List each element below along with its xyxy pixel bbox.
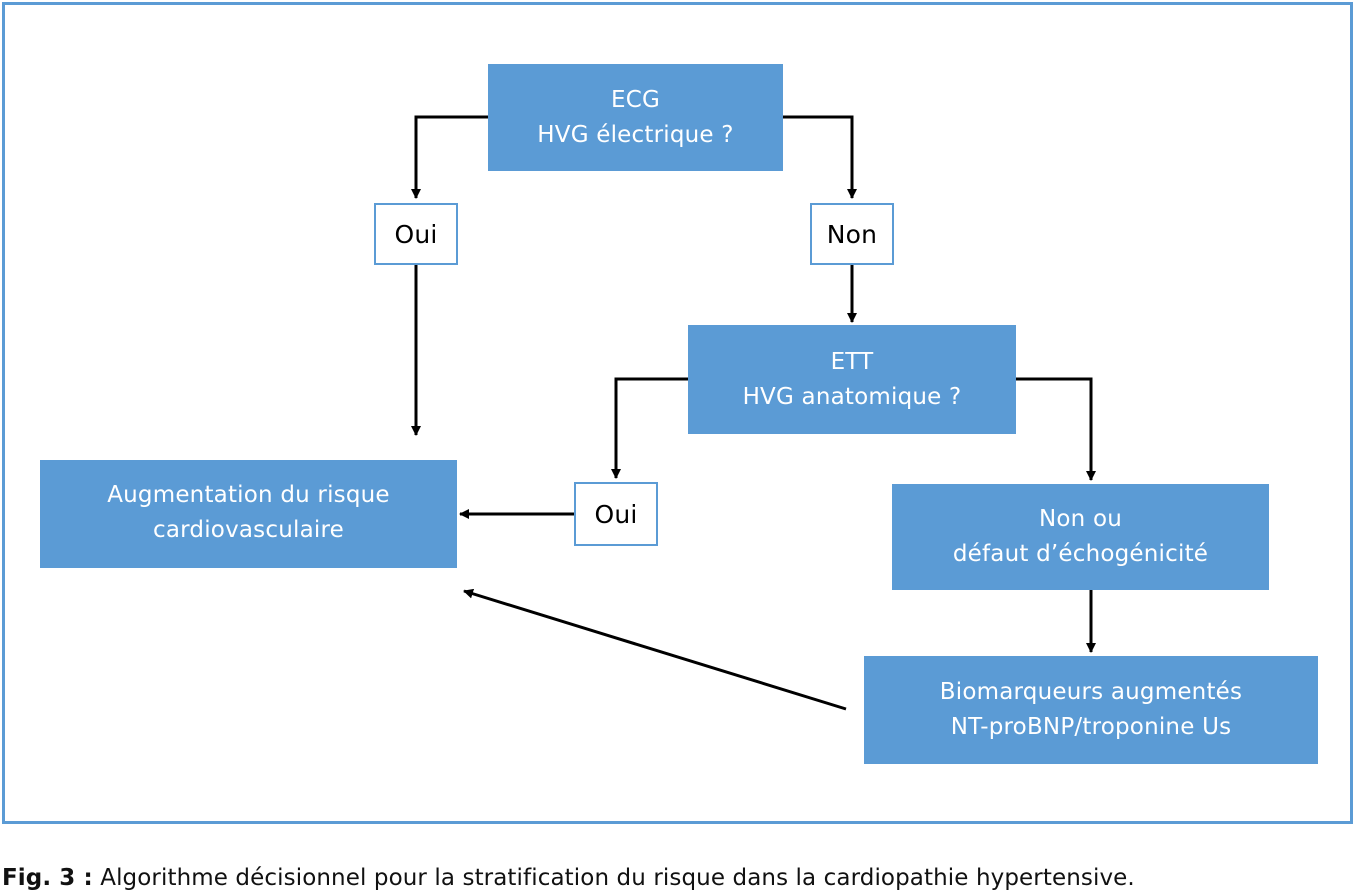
node-ecg-line2: HVG électrique ? bbox=[537, 121, 734, 148]
node-oui-1: Oui bbox=[374, 203, 458, 265]
node-biomarkers-line2: NT-proBNP/troponine Us bbox=[950, 714, 1232, 740]
node-risk-line1: Augmentation du risque bbox=[107, 482, 390, 508]
edge-biomarkers-to-risk bbox=[463, 588, 847, 711]
node-non-ou-line2: défaut d’échogénicité bbox=[952, 541, 1209, 567]
figure-caption: Fig. 3 : Algorithme décisionnel pour la … bbox=[2, 865, 1135, 891]
diagram-frame bbox=[2, 2, 1353, 824]
node-ett-line2: HVG anatomique ? bbox=[742, 383, 962, 410]
node-oui-1-label: Oui bbox=[394, 219, 438, 249]
figure-caption-text: Algorithme décisionnel pour la stratific… bbox=[100, 865, 1135, 891]
figure-caption-label: Fig. 3 : bbox=[2, 865, 93, 891]
edge-ecg-to-non bbox=[783, 115, 857, 199]
node-biomarkers-line1: Biomarqueurs augmentés bbox=[939, 679, 1243, 705]
node-ecg-line1: ECG bbox=[610, 86, 660, 113]
node-non-1-label: Non bbox=[826, 219, 878, 249]
node-biomarkers: Biomarqueurs augmentés NT-proBNP/troponi… bbox=[864, 656, 1318, 764]
node-non-ou-line1: Non ou bbox=[1038, 506, 1122, 532]
node-risk: Augmentation du risque cardiovasculaire bbox=[40, 460, 457, 568]
edge-ecg-to-oui bbox=[411, 115, 488, 199]
node-ett: ETT HVG anatomique ? bbox=[688, 325, 1016, 434]
node-ett-line1: ETT bbox=[830, 348, 874, 375]
node-non-1: Non bbox=[810, 203, 894, 265]
edge-ett-to-non-ou bbox=[1016, 377, 1096, 481]
edge-ett-to-oui bbox=[611, 377, 688, 479]
node-ecg: ECG HVG électrique ? bbox=[488, 64, 783, 171]
node-non-ou: Non ou défaut d’échogénicité bbox=[892, 484, 1269, 590]
node-oui-2-label: Oui bbox=[594, 499, 638, 529]
node-oui-2: Oui bbox=[574, 482, 658, 546]
node-risk-line2: cardiovasculaire bbox=[153, 517, 344, 543]
